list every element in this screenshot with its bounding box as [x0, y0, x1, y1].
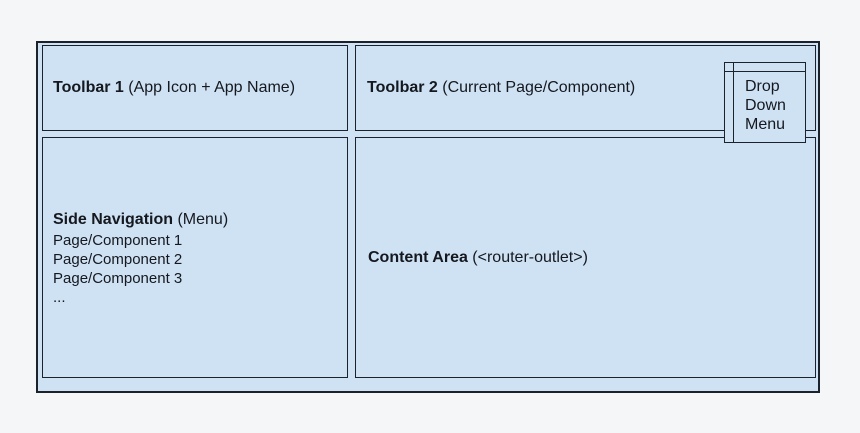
dropdown-line-1: Drop [745, 78, 780, 95]
toolbar-2-title: Toolbar 2 [367, 79, 438, 96]
content-area-subtitle: (<router-outlet>) [467, 248, 588, 266]
nav-item-3: Page/Component 3 [53, 269, 183, 287]
side-navigation-label: Side Navigation (Menu) [53, 209, 347, 230]
toolbar-1-subtitle: (App Icon + App Name) [123, 79, 296, 96]
nav-item-1: Page/Component 1 [53, 231, 183, 249]
content-area-title: Content Area [368, 248, 468, 266]
dropdown-left-divider [733, 63, 734, 142]
nav-item-2: Page/Component 2 [53, 250, 183, 268]
content-area-box: Content Area (<router-outlet>) [355, 137, 816, 378]
content-area-label: Content Area (<router-outlet>) [368, 248, 588, 268]
dropdown-menu-box: Drop Down Menu [724, 62, 806, 143]
side-navigation-box: Side Navigation (Menu) Page/Component 1 … [42, 137, 348, 378]
toolbar-1-label: Toolbar 1 (App Icon + App Name) [53, 78, 295, 98]
dropdown-menu-label: Drop Down Menu [745, 77, 786, 134]
toolbar-1-title: Toolbar 1 [53, 79, 124, 96]
nav-item-ellipsis: ... [53, 288, 66, 306]
dropdown-top-divider [725, 71, 805, 72]
toolbar-2-subtitle: (Current Page/Component) [437, 79, 636, 96]
dropdown-line-3: Menu [745, 116, 786, 133]
app-window-frame: Toolbar 1 (App Icon + App Name) Toolbar … [36, 41, 820, 393]
side-navigation-title: Side Navigation [53, 210, 174, 228]
toolbar-1-box: Toolbar 1 (App Icon + App Name) [42, 45, 348, 131]
side-navigation-subtitle: (Menu) [173, 210, 229, 228]
toolbar-2-label: Toolbar 2 (Current Page/Component) [367, 78, 635, 98]
dropdown-line-2: Down [745, 97, 786, 114]
